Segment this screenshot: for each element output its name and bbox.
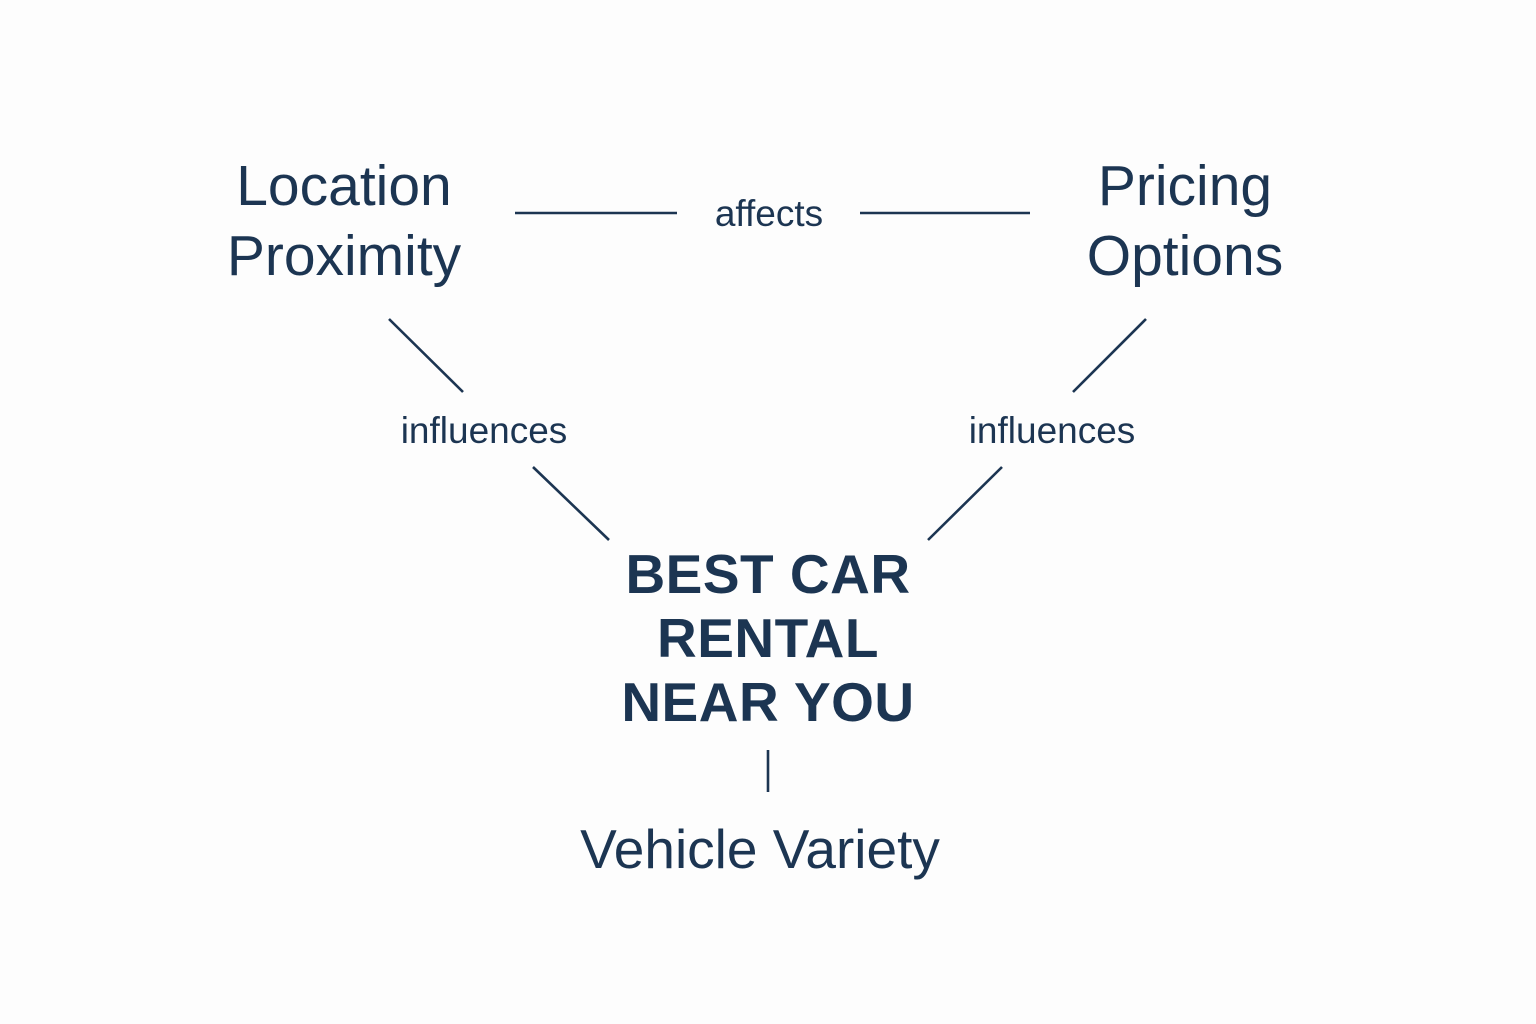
node-pricing-options: Pricing Options — [1030, 158, 1340, 298]
node-location-proximity: Location Proximity — [184, 158, 504, 298]
node-vehicle-variety: Vehicle Variety — [540, 822, 980, 877]
node-best-car-rental-line-1: BEST CAR — [625, 543, 911, 605]
node-pricing-options-line-2: Options — [1086, 224, 1284, 288]
node-pricing-options-line-1: Pricing — [1097, 154, 1273, 218]
edge-pricing-center-upper — [1072, 318, 1147, 393]
node-best-car-rental: BEST CAR RENTAL NEAR YOU — [568, 547, 968, 739]
edge-location-center-lower — [532, 466, 610, 541]
node-location-proximity-line-1: Location — [236, 154, 452, 218]
edge-pricing-center-lower — [927, 466, 1003, 541]
node-best-car-rental-line-3: NEAR YOU — [621, 671, 915, 733]
edge-location-center-upper — [388, 318, 464, 393]
node-best-car-rental-line-2: RENTAL — [657, 607, 879, 669]
edge-label-influences-left: influences — [400, 410, 568, 451]
node-vehicle-variety-label: Vehicle Variety — [580, 818, 940, 880]
edge-label-influences-right: influences — [968, 410, 1136, 451]
edge-label-affects: affects — [714, 193, 824, 234]
node-location-proximity-line-2: Proximity — [226, 224, 462, 288]
